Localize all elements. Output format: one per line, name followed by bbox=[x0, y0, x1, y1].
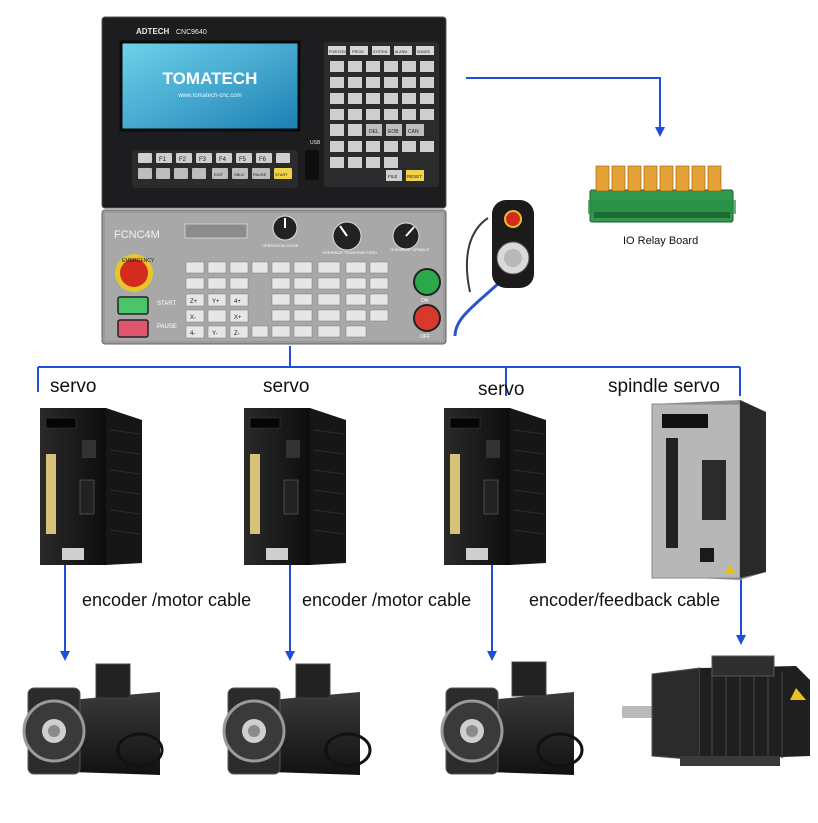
key-f1: F1 bbox=[159, 157, 167, 163]
key-4-minus: 4- bbox=[190, 331, 195, 337]
dial-label-spindle: OVERRIDE SPINDLE bbox=[390, 247, 429, 252]
key-f5: F5 bbox=[239, 157, 247, 163]
arrow-to-relay bbox=[466, 77, 665, 137]
servo-motor-2 bbox=[222, 663, 372, 775]
controller-keypad: POSITION PROG SYSTEM ALARM DGNOS DEL EOB… bbox=[324, 42, 439, 187]
spindle-motor bbox=[622, 655, 810, 766]
model-label: CNC9640 bbox=[176, 29, 207, 36]
operator-panel: FCNC4M OPERATION MODE OVERRIDE TRAVERSE … bbox=[101, 209, 447, 345]
key-y-plus: Y+ bbox=[212, 299, 220, 305]
key-f3: F3 bbox=[199, 157, 207, 163]
key-prog: PROG bbox=[352, 49, 364, 54]
lcd-screen bbox=[119, 40, 301, 132]
key-dgnos: DGNOS bbox=[417, 50, 431, 54]
pendant-estop-icon bbox=[504, 210, 522, 228]
servo-drive-1 bbox=[40, 408, 142, 565]
cable-label-1: encoder /motor cable bbox=[82, 590, 252, 610]
brand-label: ADTECH bbox=[136, 27, 170, 36]
off-label: OFF bbox=[420, 334, 430, 340]
cnc-controller: ADTECH CNC9640 TOMATECH www.tomatech-cnc… bbox=[101, 16, 447, 209]
screen-url: www.tomatech-cnc.com bbox=[177, 93, 241, 99]
servo-label-2: servo bbox=[263, 376, 310, 397]
servo-motor-1 bbox=[22, 663, 164, 775]
on-button-icon bbox=[413, 268, 441, 296]
cable-label-4: encoder/feedback cable bbox=[529, 590, 721, 610]
start-label: START bbox=[157, 301, 176, 307]
panel-model-label: FCNC4M bbox=[114, 229, 160, 241]
io-relay-board bbox=[588, 165, 736, 223]
key-x-minus: X- bbox=[190, 315, 196, 321]
estop-label: EMERGENCY bbox=[122, 258, 155, 264]
key-sblk: SBLK bbox=[234, 172, 245, 177]
pause-button-icon bbox=[117, 319, 149, 338]
key-position: POSITION bbox=[329, 50, 346, 54]
screen-logo: TOMATECH bbox=[163, 69, 258, 88]
connection-lines bbox=[37, 77, 746, 661]
start-button-icon bbox=[117, 296, 149, 315]
key-4-plus: 4+ bbox=[234, 299, 241, 305]
key-can: CAN bbox=[408, 129, 419, 135]
key-f2: F2 bbox=[179, 157, 187, 163]
off-button-icon bbox=[413, 304, 441, 332]
pause-label: PAUSE bbox=[157, 324, 177, 330]
key-f4: F4 bbox=[219, 157, 227, 163]
servo-label-3: servo bbox=[478, 379, 525, 400]
function-key-row: F1 F2 F3 F4 F5 F6 EDIT SBLK PAUSE START bbox=[132, 150, 298, 188]
handwheel-pendant bbox=[453, 200, 534, 337]
emergency-stop-icon bbox=[120, 259, 148, 287]
key-system: SYSTEM bbox=[373, 50, 387, 54]
relay-board-label: IO Relay Board bbox=[623, 235, 698, 247]
key-start: START bbox=[275, 172, 288, 177]
key-y-minus: Y- bbox=[212, 331, 217, 337]
key-reset: RESET bbox=[407, 174, 422, 179]
servo-drive-2 bbox=[244, 408, 346, 565]
servo-drive-3 bbox=[444, 408, 546, 565]
key-file: FILE bbox=[388, 174, 398, 179]
key-edit: EDIT bbox=[214, 172, 224, 177]
key-z-minus: Z- bbox=[234, 331, 240, 337]
spindle-servo-drive bbox=[651, 400, 766, 580]
key-f6: F6 bbox=[259, 157, 267, 163]
key-z-plus: Z+ bbox=[190, 299, 198, 305]
servo-label-4: spindle servo bbox=[608, 376, 720, 397]
servo-label-1: servo bbox=[50, 376, 97, 397]
cable-label-2: encoder /motor cable bbox=[302, 590, 472, 610]
key-alarm: ALARM bbox=[395, 50, 407, 54]
key-eob: EOB bbox=[388, 129, 399, 135]
key-x-plus: X+ bbox=[234, 315, 242, 321]
usb-port bbox=[305, 150, 319, 180]
key-del: DEL bbox=[369, 129, 379, 135]
usb-label: USB bbox=[310, 140, 321, 146]
dial-label-feed: OVERRIDE TRAVERSE FEED bbox=[322, 250, 377, 255]
on-label: ON bbox=[421, 298, 429, 304]
servo-motor-3 bbox=[440, 661, 584, 775]
key-pause: PAUSE bbox=[253, 172, 267, 177]
dial-label-mode: OPERATION MODE bbox=[262, 243, 299, 248]
